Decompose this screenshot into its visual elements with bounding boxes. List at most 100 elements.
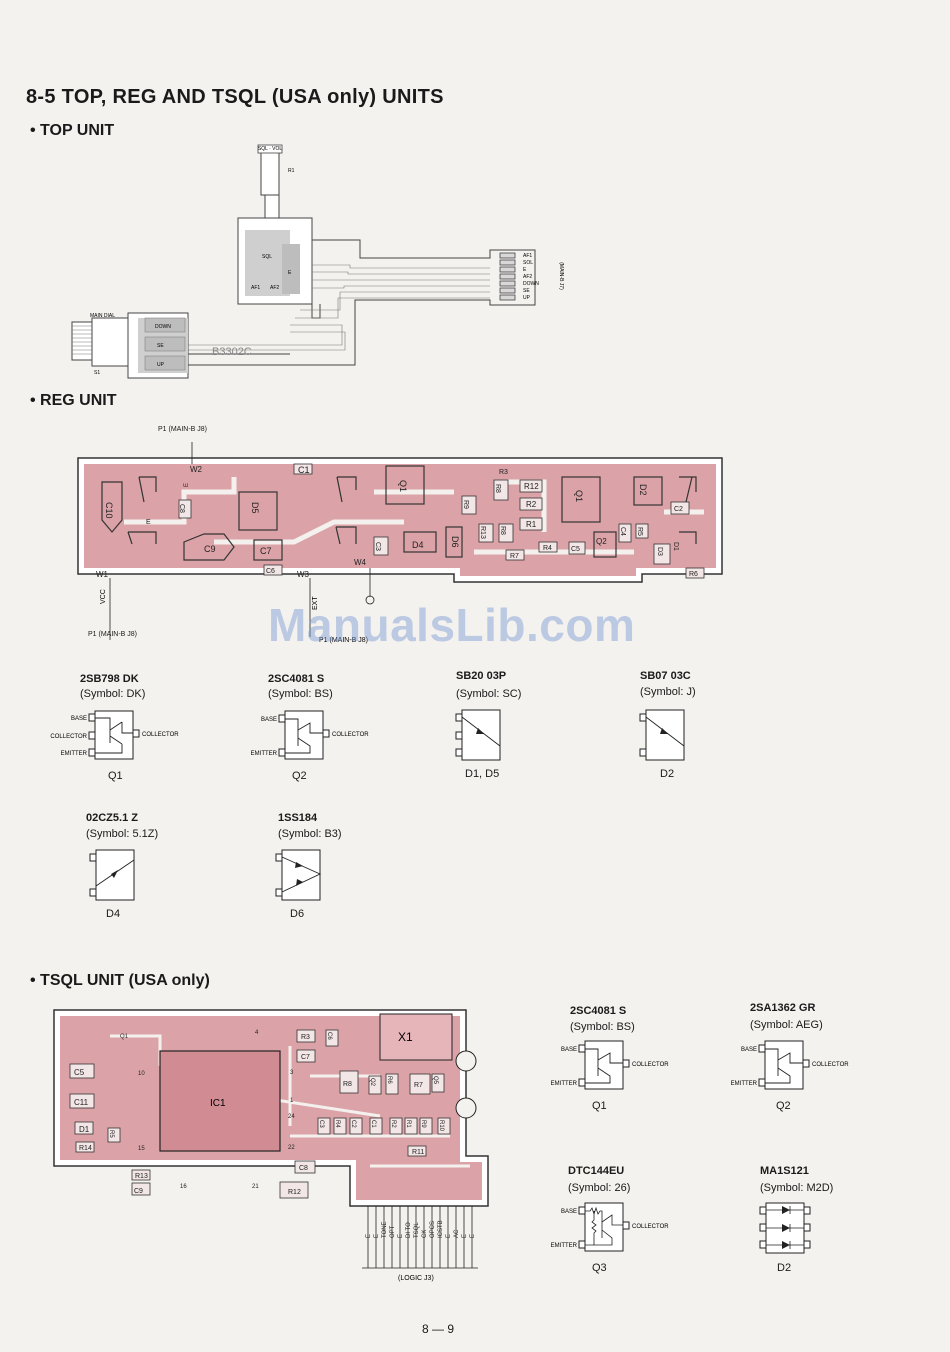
svg-text:R8: R8 [494, 484, 501, 493]
dual-diode-symbol [275, 849, 322, 901]
component-symbol: (Symbol: DK) [80, 688, 146, 700]
diode-symbol [639, 709, 685, 761]
svg-text:E: E [146, 519, 151, 526]
svg-text:C9: C9 [204, 544, 216, 554]
svg-text:EMITTER: EMITTER [61, 751, 88, 757]
svg-text:C1: C1 [370, 1120, 376, 1128]
svg-text:E: E [470, 1234, 476, 1238]
svg-text:C1: C1 [298, 465, 310, 475]
page-title: 8-5 TOP, REG AND TSQL (USA only) UNITS [26, 86, 444, 108]
svg-text:SE: SE [523, 288, 530, 294]
svg-text:R6: R6 [689, 571, 698, 578]
tsql-unit-heading: • TSQL UNIT (USA only) [30, 972, 210, 989]
transistor-npn-symbol: BASE EMITTER COLLECTOR [251, 710, 369, 760]
svg-text:C8: C8 [299, 1165, 308, 1172]
svg-text:W3: W3 [297, 570, 310, 579]
component-part: 2SB798 DK [80, 673, 139, 685]
svg-text:21: 21 [252, 1184, 259, 1190]
svg-text:BASE: BASE [261, 717, 277, 723]
svg-text:C7: C7 [260, 546, 272, 556]
triple-diode-symbol [759, 1202, 811, 1254]
svg-text:EMITTER: EMITTER [251, 751, 278, 757]
svg-text:UP: UP [157, 362, 165, 368]
svg-text:COLLECTOR: COLLECTOR [632, 1224, 669, 1230]
svg-text:3: 3 [290, 1070, 294, 1076]
diode-symbol [455, 709, 501, 761]
reg-unit-board: C10 C1 E D5 C8 C9 C7 C6 Q1 C3 D4 D6 R9 R… [77, 442, 723, 644]
svg-text:R9: R9 [420, 1120, 426, 1128]
svg-text:C3: C3 [374, 542, 381, 551]
svg-text:R12: R12 [288, 1189, 301, 1196]
sql-vol-label: SQL · VOL [258, 146, 282, 152]
transistor-npn-symbol: BASE EMITTER COLLECTOR [551, 1040, 669, 1090]
digital-transistor-symbol: BASE EMITTER COLLECTOR [551, 1202, 669, 1252]
svg-text:TONE: TONE [382, 1221, 388, 1238]
svg-text:R11: R11 [412, 1149, 424, 1156]
svg-text:4: 4 [255, 1030, 259, 1036]
svg-text:Q2: Q2 [369, 1078, 375, 1087]
x1-label: X1 [398, 1030, 413, 1044]
svg-text:(MAIN-B J7): (MAIN-B J7) [558, 262, 564, 290]
svg-text:VCC: VCC [100, 589, 107, 604]
svg-text:C7: C7 [301, 1054, 310, 1061]
svg-text:EMITTER: EMITTER [551, 1081, 578, 1087]
svg-text:C5: C5 [74, 1068, 85, 1077]
svg-text:EMITTER: EMITTER [731, 1081, 758, 1087]
transistor-npn-symbol: BASE EMITTER COLLECTOR [731, 1040, 849, 1090]
r1-label: R1 [288, 168, 295, 174]
svg-text:TSQL: TSQL [414, 1222, 420, 1238]
svg-text:E: E [446, 1234, 452, 1238]
svg-text:R6: R6 [386, 1076, 392, 1084]
svg-text:AF1: AF1 [523, 253, 532, 259]
svg-text:EXT: EXT [312, 596, 319, 610]
svg-text:ICSTB: ICSTB [438, 1220, 444, 1238]
svg-text:Q1: Q1 [120, 1034, 129, 1040]
svg-text:R13: R13 [479, 526, 486, 539]
component-ref: Q1 [108, 770, 123, 782]
svg-text:Q5: Q5 [432, 1076, 438, 1085]
svg-text:BASE: BASE [741, 1047, 757, 1053]
svg-text:DI TO: DI TO [406, 1222, 412, 1238]
svg-text:E: E [523, 267, 527, 273]
svg-text:C2: C2 [350, 1120, 356, 1128]
svg-text:COLLECTOR: COLLECTOR [632, 1062, 669, 1068]
top-unit-heading: • TOP UNIT [30, 122, 115, 139]
svg-text:R1: R1 [405, 1120, 411, 1128]
svg-text:C3: C3 [318, 1120, 324, 1128]
svg-text:COLLECTOR: COLLECTOR [142, 732, 179, 738]
svg-text:BASE: BASE [561, 1209, 577, 1215]
svg-text:E: E [288, 270, 292, 276]
svg-text:C5: C5 [571, 546, 580, 553]
svg-text:D5: D5 [250, 502, 260, 514]
svg-text:AF1: AF1 [251, 285, 260, 291]
svg-text:W4: W4 [354, 558, 367, 567]
svg-text:(LOGIC J3): (LOGIC J3) [398, 1275, 434, 1282]
svg-text:R4: R4 [334, 1120, 340, 1128]
svg-text:C6: C6 [326, 1032, 332, 1040]
svg-text:R14: R14 [79, 1145, 92, 1152]
main-dial-label: MAIN DIAL [90, 313, 115, 319]
svg-text:D4: D4 [412, 540, 424, 550]
svg-text:EMITTER: EMITTER [551, 1243, 578, 1249]
svg-text:R12: R12 [524, 482, 539, 491]
svg-text:22: 22 [288, 1145, 295, 1151]
svg-text:R7: R7 [414, 1082, 423, 1089]
transistor-pnp-symbol: BASE COLLECTOR EMITTER COLLECTOR [50, 710, 179, 760]
svg-text:D3: D3 [656, 547, 663, 556]
svg-text:R8: R8 [499, 526, 506, 535]
svg-text:COLLECTOR: COLLECTOR [812, 1062, 849, 1068]
svg-text:E: E [366, 1234, 372, 1238]
svg-text:Q2: Q2 [596, 537, 607, 546]
svg-text:UP: UP [523, 295, 531, 301]
svg-text:SOL: SOL [523, 260, 533, 266]
svg-text:E: E [398, 1234, 404, 1238]
top-unit-diagram: SQL · VOL R1 SQL E AF1 AF2 AF1 SOL E AF2… [71, 144, 564, 379]
svg-text:R3: R3 [301, 1034, 310, 1041]
svg-text:10: 10 [138, 1071, 145, 1077]
svg-text:E: E [374, 1234, 380, 1238]
svg-text:BASE: BASE [71, 716, 87, 722]
svg-text:R2: R2 [526, 500, 537, 509]
svg-text:COLLECTOR: COLLECTOR [50, 734, 87, 740]
svg-text:R13: R13 [135, 1173, 148, 1180]
svg-text:1: 1 [290, 1098, 294, 1104]
